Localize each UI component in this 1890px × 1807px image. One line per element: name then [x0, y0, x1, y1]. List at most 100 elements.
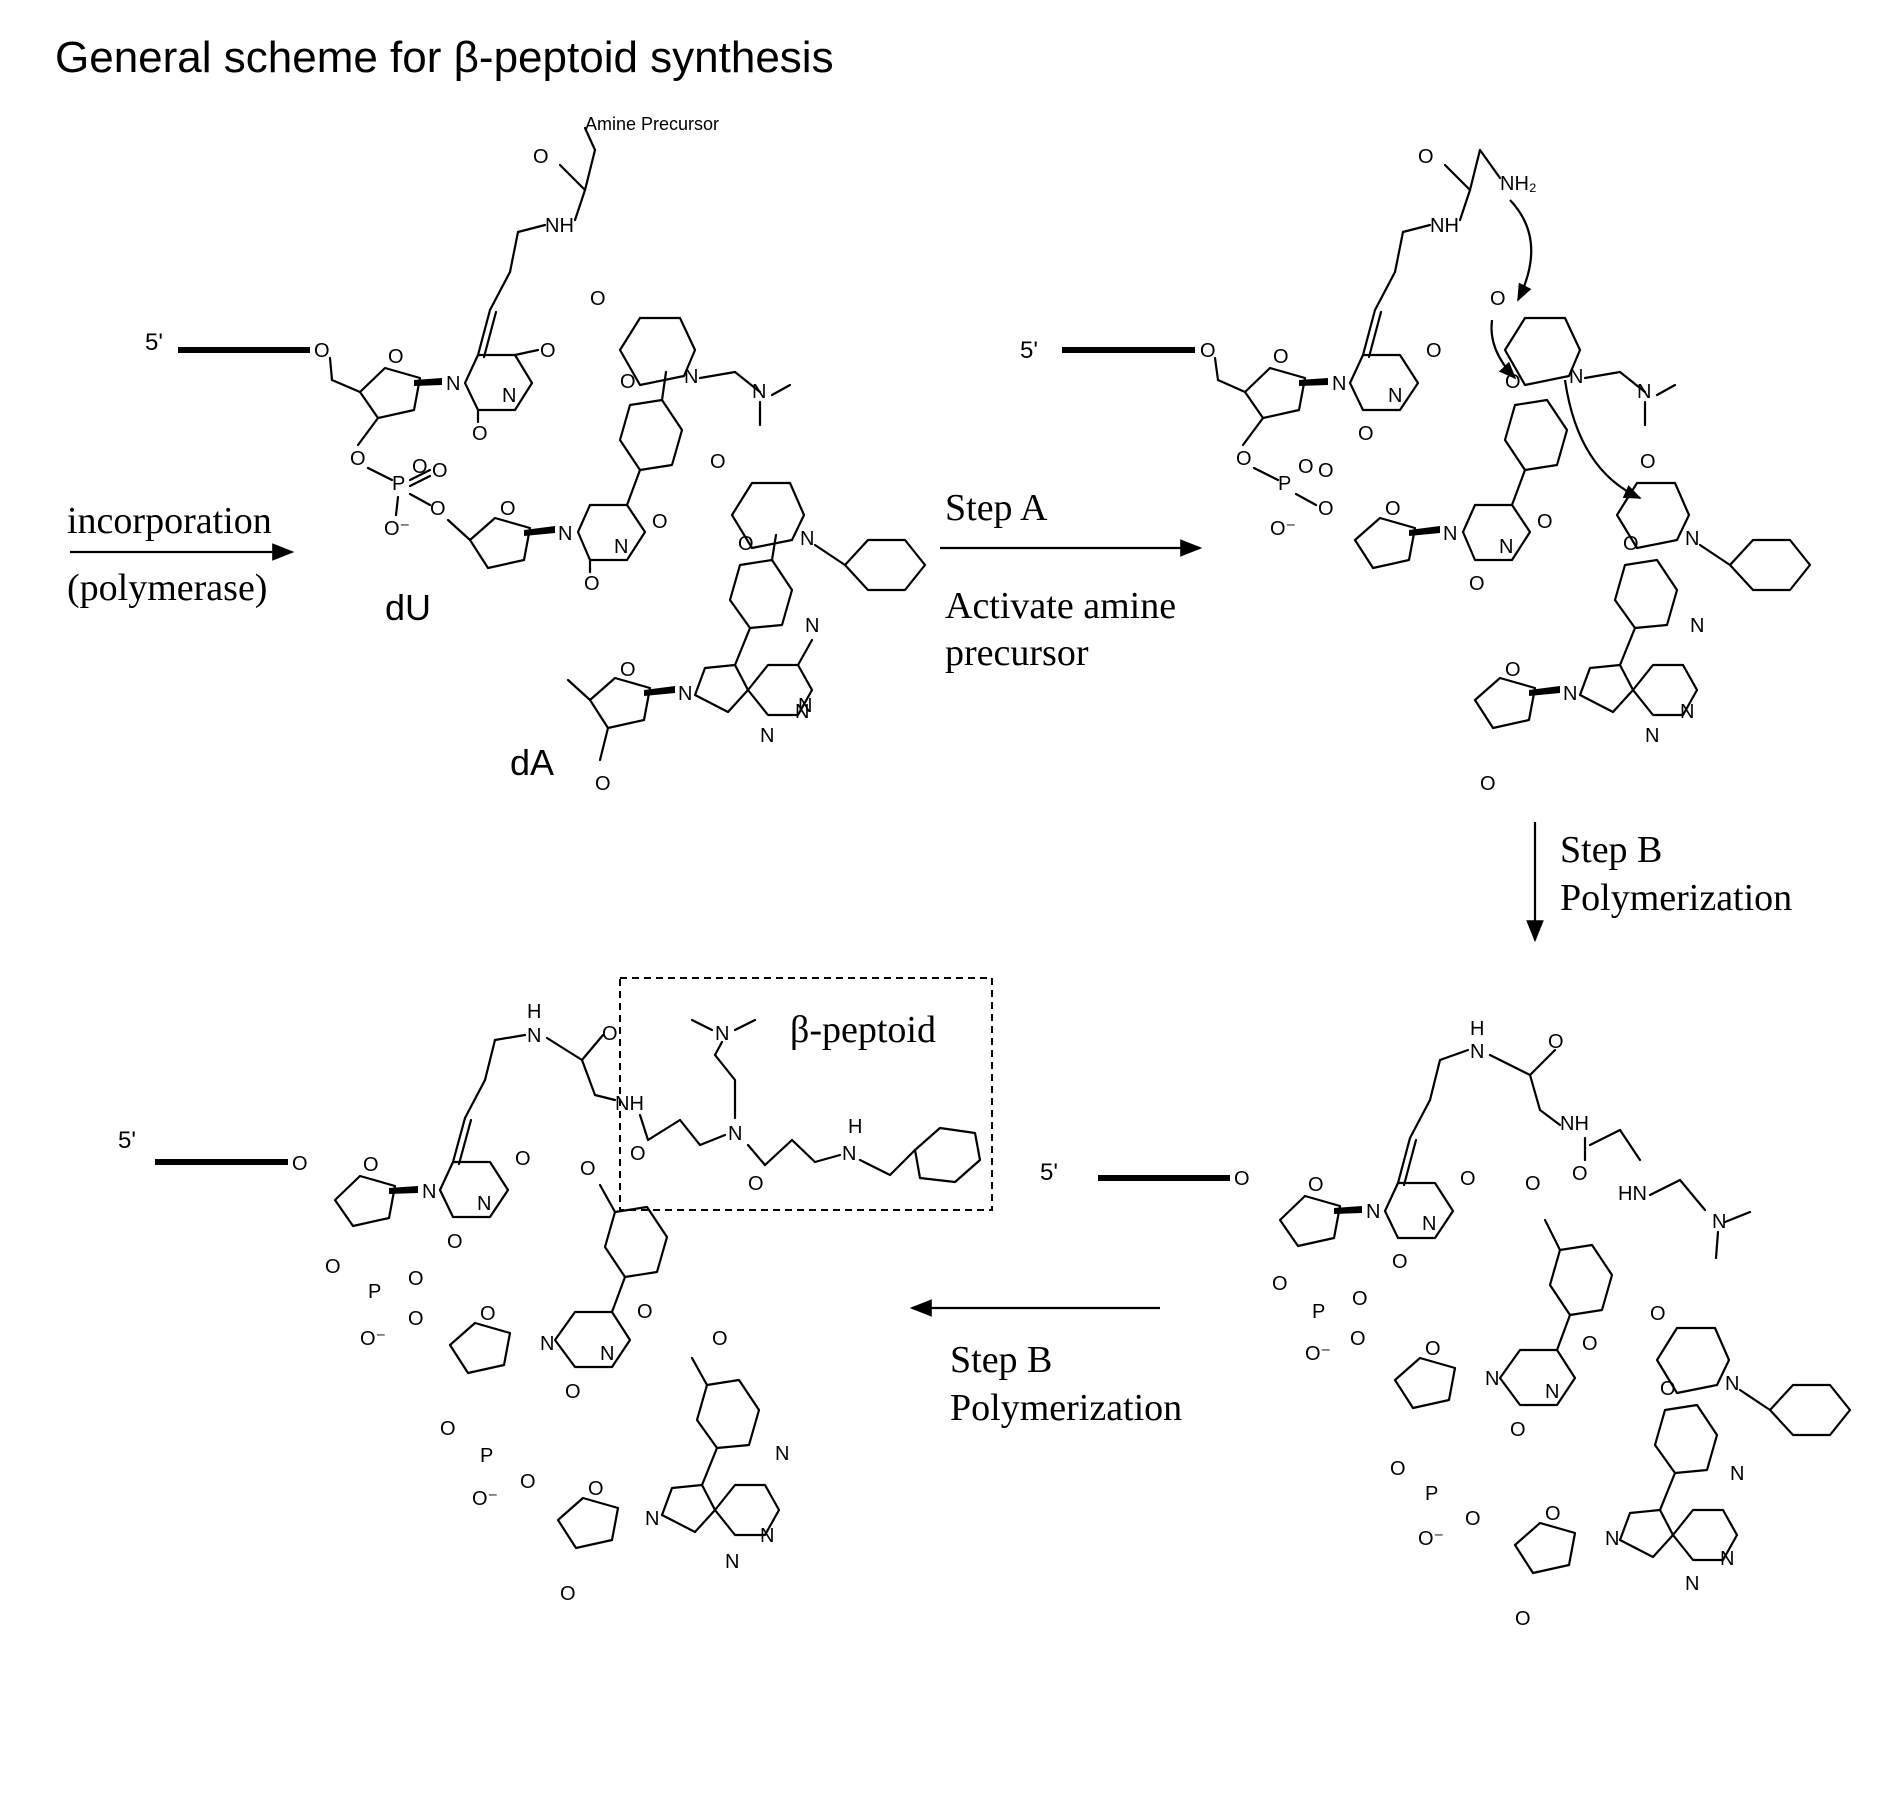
step-a-desc-line2: precursor	[945, 632, 1089, 674]
atom-n: N	[805, 615, 819, 637]
atom-o: O	[1350, 1328, 1366, 1350]
atom-n: N	[795, 701, 809, 723]
structure-panel-4: 5' O O N O N O O P O O⁻ O N H O NH β-pep…	[118, 978, 992, 1605]
atom-o: O	[1525, 1173, 1541, 1195]
atom-o: O	[1358, 423, 1374, 445]
atom-o: O	[710, 451, 726, 473]
atom-o: O	[1236, 448, 1252, 470]
atom-n: N	[1545, 1381, 1559, 1403]
structure-panel-3: 5' O O N O N O O P O O⁻ O N H O NH O HN	[1040, 1018, 1850, 1630]
atom-o: O	[500, 498, 516, 520]
atom-p: P	[392, 473, 405, 495]
atom-h: H	[848, 1116, 862, 1138]
polymerase-label: (polymerase)	[67, 567, 267, 609]
atom-n: N	[725, 1551, 739, 1573]
amine-precursor-label: Amine Precursor	[585, 114, 719, 134]
atom-n: N	[1470, 1041, 1484, 1063]
five-prime-label-4: 5'	[118, 1127, 136, 1154]
atom-n: N	[775, 1443, 789, 1465]
atom-h: H	[527, 1001, 541, 1023]
atom-o: O	[388, 346, 404, 368]
atom-o: O	[1572, 1163, 1588, 1185]
atom-n: N	[1720, 1548, 1734, 1570]
atom-n: N	[1730, 1463, 1744, 1485]
atom-o: O	[1200, 340, 1216, 362]
atom-o: O	[1623, 533, 1639, 555]
atom-p: P	[368, 1281, 381, 1303]
atom-n: N	[614, 536, 628, 558]
atom-p: P	[1312, 1301, 1325, 1323]
five-prime-label-2: 5'	[1020, 337, 1038, 364]
incorporation-label: incorporation	[67, 500, 272, 542]
step-a-arrow-group: Step A Activate amine precursor	[940, 487, 1200, 674]
atom-n: N	[728, 1123, 742, 1145]
step-b-vertical-group: Step B Polymerization	[1535, 822, 1792, 940]
atom-o: O	[408, 1308, 424, 1330]
atom-o: O	[652, 511, 668, 533]
atom-o: O	[560, 1583, 576, 1605]
atom-o: O	[472, 423, 488, 445]
atom-o: O	[620, 659, 636, 681]
atom-n: N	[1485, 1368, 1499, 1390]
atom-o: O	[1318, 460, 1334, 482]
scheme-title: General scheme for β-peptoid synthesis	[55, 33, 834, 82]
atom-n: N	[752, 381, 766, 403]
structure-panel-2: 5' O O N O P O O O⁻ O O N O NH O NH₂	[1020, 146, 1810, 795]
atom-o: O	[1505, 659, 1521, 681]
atom-n: N	[1690, 615, 1704, 637]
dA-label: dA	[510, 742, 554, 783]
atom-p: P	[1425, 1483, 1438, 1505]
atom-p: P	[1278, 473, 1291, 495]
five-prime-label-3: 5'	[1040, 1159, 1058, 1186]
step-a-label: Step A	[945, 487, 1048, 529]
beta-peptoid-label: β-peptoid	[790, 1009, 936, 1051]
atom-o: O	[630, 1143, 646, 1165]
step-b-horizontal-group: Step B Polymerization	[912, 1308, 1182, 1429]
atom-n: N	[1499, 536, 1513, 558]
atom-o: O	[1537, 511, 1553, 533]
atom-o-minus: O⁻	[1305, 1343, 1331, 1365]
atom-o: O	[1273, 346, 1289, 368]
atom-o: O	[1392, 1251, 1408, 1273]
atom-o: O	[1490, 288, 1506, 310]
atom-o-minus: O⁻	[384, 518, 410, 540]
atom-n: N	[1422, 1213, 1436, 1235]
polymerization-label-1: Polymerization	[1560, 877, 1792, 919]
atom-n: N	[1332, 373, 1346, 395]
atom-o: O	[588, 1478, 604, 1500]
step-a-desc-line1: Activate amine	[945, 585, 1176, 627]
atom-n: N	[678, 683, 692, 705]
structure-panel-1: 5' O O N O P O O O⁻ O O N O NH	[145, 114, 925, 795]
atom-o: O	[533, 146, 549, 168]
atom-o: O	[1460, 1168, 1476, 1190]
atom-o: O	[1650, 1303, 1666, 1325]
atom-n: N	[1443, 523, 1457, 545]
atom-o: O	[590, 288, 606, 310]
atom-n: N	[540, 1333, 554, 1355]
atom-n: N	[1685, 528, 1699, 550]
atom-o: O	[1510, 1419, 1526, 1441]
atom-n: N	[1563, 683, 1577, 705]
atom-o: O	[515, 1148, 531, 1170]
atom-o: O	[1390, 1458, 1406, 1480]
atom-n: N	[1605, 1528, 1619, 1550]
atom-h: H	[1470, 1018, 1484, 1040]
atom-o: O	[1272, 1273, 1288, 1295]
atom-o: O	[565, 1381, 581, 1403]
atom-o: O	[1548, 1031, 1564, 1053]
atom-o: O	[314, 340, 330, 362]
atom-o: O	[350, 448, 366, 470]
atom-n: N	[1569, 366, 1583, 388]
atom-o: O	[480, 1303, 496, 1325]
atom-o: O	[412, 456, 428, 478]
atom-o: O	[1515, 1608, 1531, 1630]
atom-n: N	[1366, 1201, 1380, 1223]
atom-nh: NH	[1560, 1113, 1589, 1135]
atom-o: O	[1298, 456, 1314, 478]
atom-o: O	[580, 1158, 596, 1180]
atom-o: O	[1234, 1168, 1250, 1190]
atom-o: O	[1545, 1503, 1561, 1525]
atom-n: N	[502, 385, 516, 407]
atom-o: O	[520, 1471, 536, 1493]
